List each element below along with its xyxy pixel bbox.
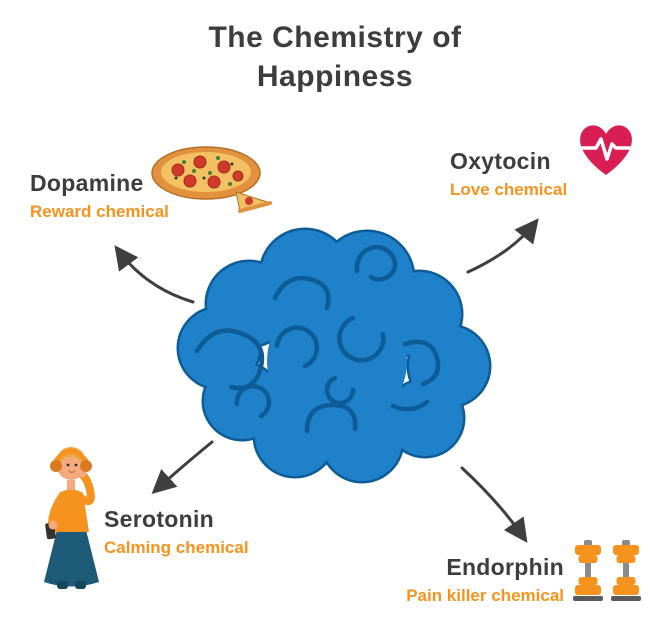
dopamine-desc: Reward chemical	[30, 202, 169, 221]
pizza-icon	[148, 142, 274, 218]
chemical-label-serotonin: Serotonin Calming chemical	[104, 506, 249, 558]
serotonin-desc: Calming chemical	[104, 538, 249, 557]
dumbbell-right	[611, 540, 641, 601]
dumbbells-icon	[573, 540, 643, 606]
brain-icon	[176, 227, 492, 484]
oxytocin-desc: Love chemical	[450, 180, 568, 199]
page-title-line-2: Happiness	[256, 60, 414, 93]
endorphin-name: Endorphin	[446, 554, 564, 580]
chemical-label-dopamine: Dopamine Reward chemical	[30, 170, 169, 222]
heart-pulse-icon	[574, 118, 638, 180]
brain-folds	[194, 245, 441, 434]
person-listening-music-icon	[24, 430, 119, 594]
endorphin-desc: Pain killer chemical	[406, 586, 564, 605]
page-title: The Chemistry of Happiness	[0, 18, 670, 96]
dumbbell-left	[573, 540, 603, 601]
serotonin-name: Serotonin	[104, 506, 215, 532]
chemical-label-oxytocin: Oxytocin Love chemical	[450, 148, 567, 200]
brain-illustration	[156, 226, 508, 494]
page-title-line-1: The Chemistry of	[208, 21, 462, 54]
dopamine-name: Dopamine	[30, 170, 144, 196]
chemical-label-endorphin: Endorphin Pain killer chemical	[406, 554, 564, 606]
oxytocin-name: Oxytocin	[450, 148, 551, 174]
